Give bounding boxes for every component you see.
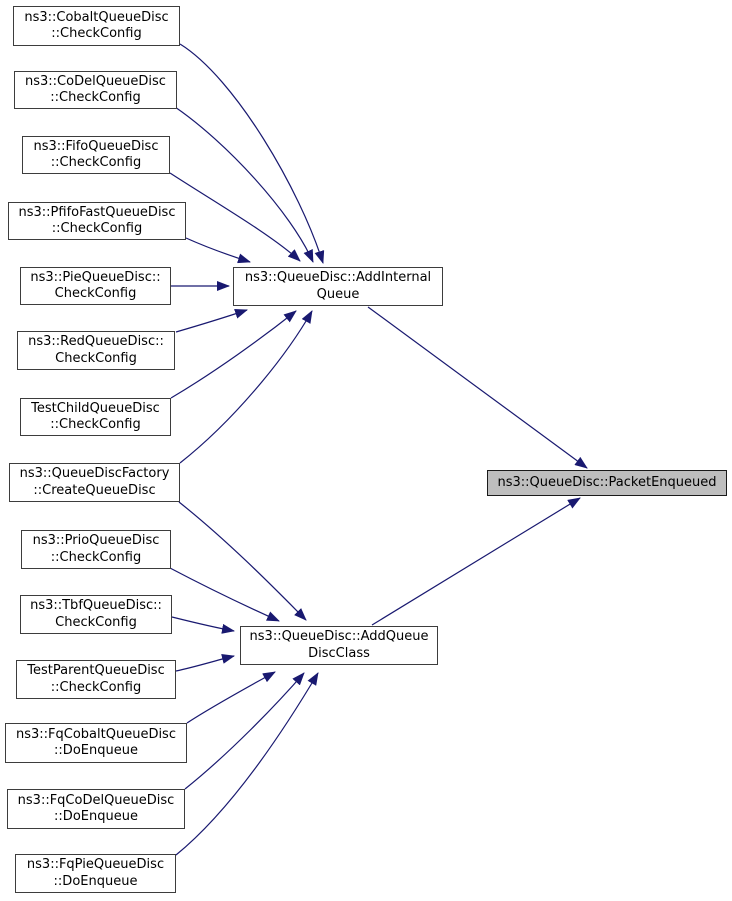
node-label-line2: ::CheckConfig <box>50 679 142 695</box>
node-queuediscfactory-createqueuedisc[interactable]: ns3::QueueDiscFactory ::CreateQueueDisc <box>9 463 180 502</box>
node-pfifofast-checkconfig[interactable]: ns3::PfifoFastQueueDisc ::CheckConfig <box>8 202 186 240</box>
edge-testparent-checkconfig-to-add-queue-disc-class <box>175 654 235 672</box>
node-label-line2: ::CheckConfig <box>50 549 142 565</box>
node-prio-checkconfig[interactable]: ns3::PrioQueueDisc ::CheckConfig <box>21 530 171 569</box>
node-label-line2: CheckConfig <box>54 286 137 301</box>
node-label-line1: ns3::FqPieQueueDisc <box>26 857 165 872</box>
edge-fqpie-doenqueue-to-add-queue-disc-class <box>175 672 319 856</box>
node-packet-enqueued: ns3::QueueDisc::PacketEnqueued <box>487 470 727 496</box>
node-testparent-checkconfig[interactable]: TestParentQueueDisc ::CheckConfig <box>16 660 176 699</box>
node-label-line2: ::CreateQueueDisc <box>33 482 156 498</box>
edge-add-queue-disc-class-to-packet-enqueued <box>371 497 581 626</box>
node-fqcobalt-doenqueue[interactable]: ns3::FqCobaltQueueDisc ::DoEnqueue <box>5 723 187 763</box>
node-label-line2: ::CheckConfig <box>51 221 143 236</box>
node-label-line1: ns3::QueueDisc::AddQueue <box>249 629 429 644</box>
node-add-internal-queue[interactable]: ns3::QueueDisc::AddInternal Queue <box>233 267 443 306</box>
node-label-line2: DiscClass <box>308 645 370 661</box>
node-fqcodel-doenqueue[interactable]: ns3::FqCoDelQueueDisc ::DoEnqueue <box>7 789 185 829</box>
edge-queuediscfactory-to-add-internal-queue <box>179 310 313 464</box>
edge-add-internal-queue-to-packet-enqueued <box>367 306 588 469</box>
node-tbf-checkconfig[interactable]: ns3::TbfQueueDisc:: CheckConfig <box>20 595 172 634</box>
node-label-line2: ::DoEnqueue <box>54 743 138 758</box>
node-label-line1: ns3::QueueDisc::AddInternal <box>244 270 432 285</box>
node-label-line2: ::CheckConfig <box>51 26 142 41</box>
node-label-line1: ns3::FifoQueueDisc <box>33 138 159 154</box>
edge-fqcobalt-doenqueue-to-add-queue-disc-class <box>186 671 276 724</box>
node-label-line1: ns3::CoDelQueueDisc <box>25 73 166 89</box>
edge-fifo-checkconfig-to-add-internal-queue <box>169 172 301 262</box>
edge-red-checkconfig-to-add-internal-queue <box>175 309 248 333</box>
node-label-line1: ns3::PfifoFastQueueDisc <box>18 204 176 220</box>
node-label-line1: ns3::RedQueueDisc:: <box>28 334 164 349</box>
node-label-line2: ::DoEnqueue <box>53 873 138 889</box>
edge-testchild-checkconfig-to-add-internal-queue <box>170 310 297 399</box>
node-cobalt-checkconfig[interactable]: ns3::CobaltQueueDisc ::CheckConfig <box>13 6 180 46</box>
node-label-line1: ns3::QueueDiscFactory <box>19 466 170 481</box>
node-add-queue-disc-class[interactable]: ns3::QueueDisc::AddQueue DiscClass <box>240 626 438 665</box>
edge-pfifofast-checkconfig-to-add-internal-queue <box>185 237 251 264</box>
node-label-line2: CheckConfig <box>55 350 137 366</box>
node-fqpie-doenqueue[interactable]: ns3::FqPieQueueDisc ::DoEnqueue <box>15 854 176 893</box>
node-testchild-checkconfig[interactable]: TestChildQueueDisc ::CheckConfig <box>20 398 171 436</box>
node-label-line1: ns3::PieQueueDisc:: <box>30 269 161 285</box>
edge-queuediscfactory-to-add-queue-disc-class <box>178 501 307 621</box>
node-label-line1: TestParentQueueDisc <box>27 663 165 678</box>
node-label-line1: ns3::FqCobaltQueueDisc <box>16 726 176 742</box>
node-label-line2: ::DoEnqueue <box>54 809 138 824</box>
edge-prio-checkconfig-to-add-queue-disc-class <box>169 567 280 622</box>
node-label-line2: ::CheckConfig <box>50 417 141 432</box>
edge-cobalt-checkconfig-to-add-internal-queue <box>179 43 325 264</box>
node-label-line2: ::CheckConfig <box>50 155 142 170</box>
node-fifo-checkconfig[interactable]: ns3::FifoQueueDisc ::CheckConfig <box>22 136 170 174</box>
node-label-line2: ::CheckConfig <box>50 90 141 105</box>
node-label-line1: ns3::QueueDisc::PacketEnqueued <box>497 474 717 490</box>
node-label-line1: ns3::PrioQueueDisc <box>32 533 160 548</box>
node-label-line1: TestChildQueueDisc <box>31 400 160 416</box>
edge-codel-checkconfig-to-add-internal-queue <box>174 106 314 263</box>
edge-fqcodel-doenqueue-to-add-queue-disc-class <box>184 672 305 790</box>
node-red-checkconfig[interactable]: ns3::RedQueueDisc:: CheckConfig <box>17 331 175 370</box>
node-label-line2: Queue <box>316 286 360 302</box>
node-label-line1: ns3::CobaltQueueDisc <box>24 9 169 25</box>
node-codel-checkconfig[interactable]: ns3::CoDelQueueDisc ::CheckConfig <box>14 71 177 109</box>
node-pie-checkconfig[interactable]: ns3::PieQueueDisc:: CheckConfig <box>20 267 171 305</box>
node-label-line1: ns3::TbfQueueDisc:: <box>30 598 162 613</box>
node-label-line2: CheckConfig <box>55 614 137 630</box>
edge-tbf-checkconfig-to-add-queue-disc-class <box>171 616 235 634</box>
node-label-line1: ns3::FqCoDelQueueDisc <box>17 792 175 808</box>
